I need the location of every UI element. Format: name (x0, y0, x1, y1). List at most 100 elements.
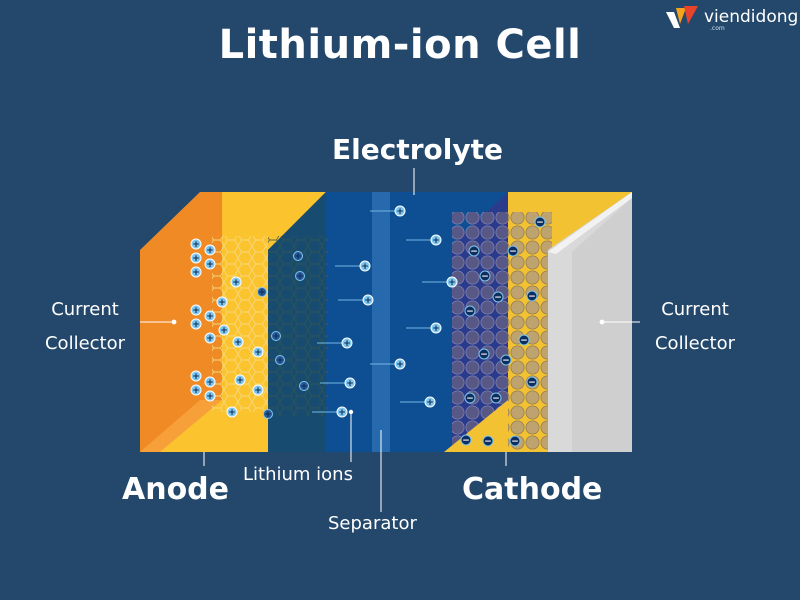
electron-13: − (460, 434, 472, 446)
label-anode: Anode (122, 472, 230, 507)
svg-text:+: + (296, 272, 304, 282)
svg-text:+: + (192, 320, 200, 330)
label-current-collector-right: Current Collector (640, 293, 750, 361)
svg-text:+: + (206, 260, 214, 270)
lithium-ion-travel-3: + (422, 276, 458, 288)
lithium-ion-anode-4: + (190, 266, 202, 278)
lithium-ion-anode-9: + (190, 318, 202, 330)
lithium-ion-anode-18: + (234, 374, 246, 386)
svg-text:−: − (528, 292, 536, 302)
svg-text:−: − (484, 437, 492, 447)
svg-text:+: + (192, 372, 200, 382)
electron-4: − (492, 291, 504, 303)
lithium-ion-anode-5: + (230, 276, 242, 288)
svg-text:+: + (258, 288, 266, 298)
electron-5: − (526, 290, 538, 302)
page-title: Lithium-ion Cell (218, 22, 582, 68)
label-electrolyte: Electrolyte (332, 133, 503, 166)
lithium-ion-anode-6: + (216, 296, 228, 308)
svg-text:+: + (192, 306, 200, 316)
svg-text:−: − (492, 394, 500, 404)
svg-text:−: − (466, 394, 474, 404)
svg-text:+: + (346, 379, 354, 389)
lithium-ion-travel-8: + (320, 377, 356, 389)
svg-text:+: + (206, 334, 214, 344)
electron-14: − (482, 435, 494, 447)
lithium-ion-boundary-5: + (299, 381, 309, 392)
svg-text:+: + (364, 296, 372, 306)
lithium-ion-anode-8: + (204, 310, 216, 322)
lithium-ion-anode-12: + (232, 336, 244, 348)
svg-text:+: + (236, 376, 244, 386)
lithium-ion-anode-16: + (190, 384, 202, 396)
svg-text:−: − (462, 436, 470, 446)
label-lithium-ions: Lithium ions (243, 464, 353, 485)
svg-text:+: + (432, 324, 440, 334)
label-separator: Separator (328, 513, 417, 534)
svg-text:+: + (272, 332, 280, 342)
svg-text:+: + (254, 386, 262, 396)
svg-text:−: − (520, 336, 528, 346)
lithium-ion-anode-19: + (252, 384, 264, 396)
lithium-ion-travel-6: + (317, 337, 353, 349)
lithium-ion-boundary-4: + (275, 355, 285, 366)
lithium-ion-boundary-2: + (257, 287, 267, 298)
electron-0: − (534, 216, 546, 228)
svg-text:+: + (432, 236, 440, 246)
svg-text:+: + (192, 254, 200, 264)
right-collector-dot (599, 319, 605, 325)
svg-text:+: + (396, 207, 404, 217)
electron-9: − (500, 354, 512, 366)
left-collector-dot (171, 319, 177, 325)
lithium-ion-anode-7: + (190, 304, 202, 316)
label-current-collector-left-line1: Current (51, 299, 119, 320)
lithium-ion-travel-9: + (400, 396, 436, 408)
svg-text:−: − (509, 247, 517, 257)
electron-11: − (464, 392, 476, 404)
svg-text:−: − (536, 218, 544, 228)
svg-text:−: − (466, 307, 474, 317)
svg-text:+: + (218, 298, 226, 308)
brand-logo-icon (666, 6, 698, 28)
lithium-ion-boundary-1: + (295, 271, 305, 282)
svg-text:+: + (300, 382, 308, 392)
svg-text:+: + (192, 386, 200, 396)
svg-text:+: + (264, 410, 272, 420)
lithium-ion-travel-7: + (370, 358, 406, 370)
lithium-ion-boundary-3: + (271, 331, 281, 342)
electron-10: − (526, 376, 538, 388)
svg-text:−: − (494, 293, 502, 303)
svg-text:+: + (192, 240, 200, 250)
svg-text:+: + (234, 338, 242, 348)
lithium-ion-anode-3: + (204, 258, 216, 270)
svg-text:+: + (192, 268, 200, 278)
lithium-ion-travel-0: + (370, 205, 406, 217)
svg-text:+: + (426, 398, 434, 408)
lithium-ion-travel-10: + (312, 406, 348, 418)
electron-15: − (509, 435, 521, 447)
lithium-ion-anode-20: + (226, 406, 238, 418)
lithium-ion-travel-2: + (335, 260, 371, 272)
electron-2: − (507, 245, 519, 257)
brand-logo: viendidong .com (664, 4, 798, 32)
label-cathode: Cathode (462, 472, 603, 507)
lithium-ion-travel-4: + (338, 294, 374, 306)
svg-text:+: + (338, 408, 346, 418)
anode-dark-overlay (268, 192, 326, 452)
svg-text:+: + (254, 348, 262, 358)
lithium-ion-boundary-6: + (263, 409, 273, 420)
electron-3: − (479, 270, 491, 282)
lithium-ion-travel-5: + (406, 322, 442, 334)
lithium-ion-anode-2: + (190, 252, 202, 264)
lithium-ion-anode-0: + (190, 238, 202, 250)
electron-8: − (478, 348, 490, 360)
lithium-ions-dot (348, 409, 354, 415)
label-current-collector-right-line2: Collector (654, 333, 736, 354)
svg-text:+: + (276, 356, 284, 366)
lithium-ions-group: +++++++++++++++++++++++++++++++++++++++ (190, 205, 458, 420)
svg-text:+: + (343, 339, 351, 349)
svg-text:+: + (232, 278, 240, 288)
casing-face (572, 198, 632, 452)
lithium-ion-anode-17: + (204, 390, 216, 402)
